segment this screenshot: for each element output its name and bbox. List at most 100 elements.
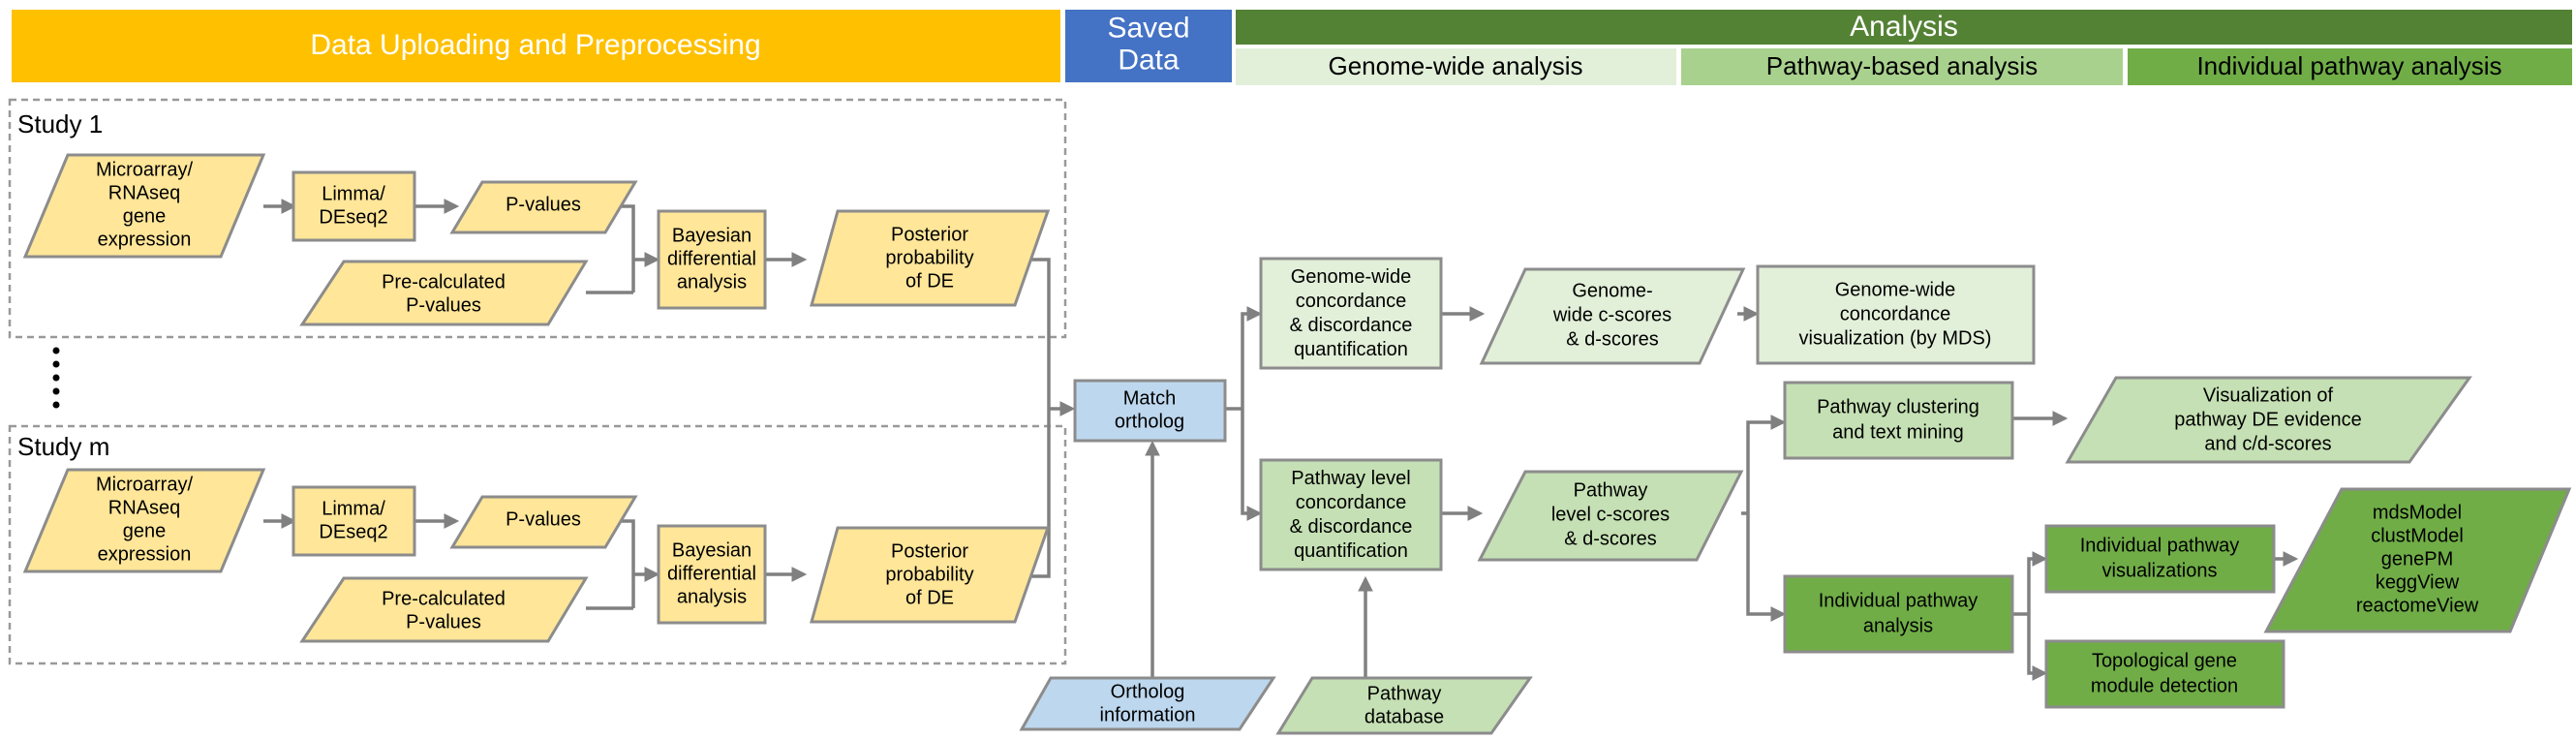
- text-line: P-values: [406, 294, 481, 316]
- text-line: mdsModel: [2373, 502, 2462, 523]
- individual-pathway-bar: [2128, 48, 2572, 85]
- arrow-individual-topo: [2027, 614, 2048, 681]
- text-line: concordance: [1296, 291, 1407, 312]
- text-line: RNAseq: [108, 182, 180, 203]
- text-line: expression: [98, 543, 192, 565]
- text-line: Bayesian: [672, 225, 751, 246]
- text-line: Pre-calculated: [382, 588, 506, 609]
- text-line: analysis: [677, 271, 747, 293]
- text-line: Pathway clustering: [1817, 396, 1979, 417]
- saved-data-banner: [1065, 10, 1232, 82]
- text-line: module detection: [2091, 675, 2238, 696]
- arrow-individual-indvis: [2027, 551, 2048, 614]
- pathway-based-bar: [1681, 48, 2123, 85]
- ortholog-information-node: [1019, 676, 1276, 731]
- text-line: Match: [1123, 387, 1176, 409]
- text-line: Data: [1118, 44, 1180, 76]
- pathway-clustering-node: [1783, 381, 2014, 460]
- text-line: gene: [123, 520, 167, 541]
- text-line: wide c-scores: [1552, 304, 1671, 325]
- arrow-match-pw-quant: [1241, 409, 1263, 521]
- topological-module-detection-node: [2044, 639, 2285, 709]
- text-line: concordance: [1840, 303, 1951, 324]
- text-line: quantification: [1294, 339, 1408, 360]
- analysis-banner: [1236, 10, 2572, 45]
- text-line: & discordance: [1290, 516, 1413, 538]
- text-line: pathway DE evidence: [2174, 409, 2361, 430]
- match-ortholog-node: [1073, 379, 1227, 443]
- study-m-label: Study m: [17, 432, 109, 461]
- genome-wide-visualization-node: [1756, 264, 2036, 365]
- pathway-based-bar-label: Pathway-based analysis: [1766, 51, 2038, 80]
- text-line: probability: [885, 564, 973, 585]
- text-line: expression: [98, 229, 192, 250]
- line-pvalm: [621, 519, 635, 608]
- text-line: Pathway level: [1291, 468, 1410, 489]
- text-line: Bayesian: [672, 539, 751, 561]
- text-line: of DE: [905, 270, 954, 292]
- limma-deseq2-node-1: [291, 170, 416, 242]
- text-line: and text mining: [1832, 421, 1964, 443]
- study-ellipsis: [52, 347, 60, 409]
- text-line: and c/d-scores: [2204, 433, 2331, 454]
- arrow-match-gw-quant: [1241, 306, 1263, 409]
- text-line: visualizations: [2102, 560, 2218, 581]
- text-line: Microarray/: [96, 159, 193, 180]
- p-values-node-1: [449, 180, 638, 234]
- text-line: P-values: [406, 611, 481, 632]
- text-line: & d-scores: [1566, 328, 1659, 350]
- text-line: reactomeView: [2356, 595, 2479, 616]
- text-line: Topological gene: [2092, 650, 2237, 671]
- topological-module-detection-text: Topological gene module detection: [2091, 650, 2238, 696]
- arrow-split-cluster: [1746, 415, 1787, 513]
- text-line: P-values: [506, 194, 581, 215]
- connectors: [263, 199, 2299, 681]
- text-line: gene: [123, 205, 167, 227]
- text-line: & d-scores: [1564, 528, 1657, 549]
- text-line: Limma/: [322, 498, 385, 519]
- text-line: Limma/: [322, 183, 385, 204]
- arrow-split-individual: [1746, 513, 1787, 622]
- text-line: Pre-calculated: [382, 271, 506, 293]
- bayesian-analysis-node-1: [657, 209, 767, 310]
- pathway-de-visualization-node: [2065, 376, 2472, 464]
- bayesian-analysis-node-m: [657, 524, 767, 625]
- p-values-text-1: P-values: [506, 194, 581, 215]
- text-line: DEseq2: [319, 521, 387, 542]
- line-post1-to-bus: [1027, 258, 1051, 578]
- analysis-banner-label: Analysis: [1850, 11, 1958, 43]
- text-line: Individual pathway: [2080, 535, 2240, 556]
- pathway-level-quantification-node: [1259, 458, 1443, 571]
- pathway-database-node: [1275, 676, 1533, 735]
- genome-wide-scores-text: Genome-wide c-scores & d-scores: [1552, 280, 1671, 350]
- limma-deseq2-node-m: [291, 485, 416, 557]
- text-line: quantification: [1294, 540, 1408, 562]
- posterior-probability-node-1: [810, 209, 1051, 307]
- text-line: differential: [667, 248, 756, 269]
- text-line: Ortholog: [1111, 681, 1185, 702]
- upload-banner-label: Data Uploading and Preprocessing: [310, 29, 760, 61]
- p-values-node-m: [449, 495, 638, 549]
- genome-wide-quantification-node: [1259, 257, 1443, 370]
- text-line: Posterior: [891, 540, 968, 562]
- precalculated-p-values-node-m: [299, 576, 589, 643]
- text-line: Genome-: [1572, 280, 1652, 301]
- text-line: P-values: [506, 508, 581, 530]
- text-line: differential: [667, 563, 756, 584]
